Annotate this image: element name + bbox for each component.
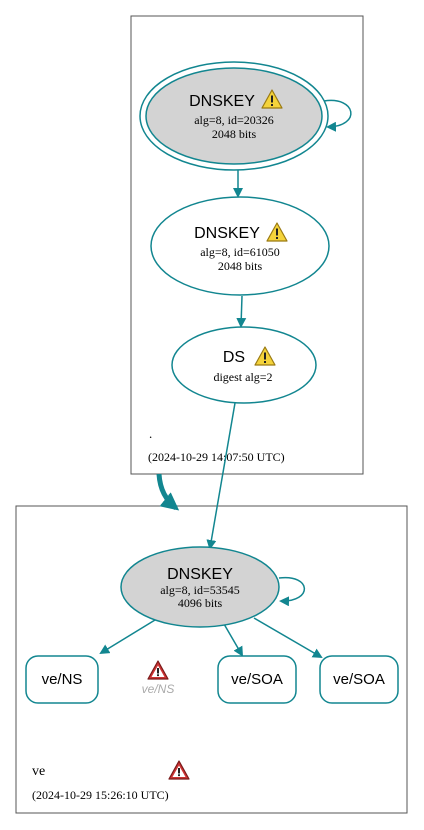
node-ve-ns-error[interactable]: ve/NS	[142, 660, 175, 696]
node-ve-soa-2-label: ve/SOA	[333, 671, 385, 688]
zone-ve-error-icon[interactable]	[168, 760, 190, 780]
node-ve-ns-error-label: ve/NS	[142, 682, 175, 696]
node-root-ksk-line2: 2048 bits	[212, 127, 257, 141]
edge-ve-key-to-soa2	[253, 617, 323, 659]
node-root-zsk[interactable]: DNSKEY alg=8, id=61050 2048 bits	[150, 196, 330, 296]
edge-ds-to-ve-key	[206, 402, 236, 550]
zone-ve-timestamp: (2024-10-29 15:26:10 UTC)	[32, 788, 169, 802]
node-root-ds-title: DS	[223, 349, 245, 366]
node-root-ds[interactable]: DS digest alg=2	[171, 326, 317, 404]
node-root-ds-line1: digest alg=2	[213, 370, 272, 384]
node-root-ksk[interactable]: DNSKEY alg=8, id=20326 2048 bits	[139, 61, 329, 171]
node-ve-key-line1: alg=8, id=53545	[160, 583, 240, 597]
edge-ksk-self	[323, 99, 352, 132]
node-ve-soa-1-label: ve/SOA	[231, 671, 283, 688]
zone-ve: ve (2024-10-29 15:26:10 UTC)	[15, 505, 408, 814]
node-root-zsk-title: DNSKEY	[194, 225, 260, 242]
zone-root-box	[130, 15, 364, 475]
node-ve-ns[interactable]: ve/NS	[25, 655, 99, 704]
edge-ve-key-to-soa1	[223, 623, 244, 657]
zone-root-timestamp: (2024-10-29 14:07:50 UTC)	[148, 450, 285, 464]
node-ve-key-line2: 4096 bits	[178, 596, 223, 610]
edge-zone-delegation	[156, 473, 180, 511]
node-ve-key-title: DNSKEY	[167, 566, 233, 583]
node-root-ksk-title: DNSKEY	[189, 93, 255, 110]
error-icon	[147, 660, 169, 680]
edge-zsk-to-ds	[236, 295, 247, 328]
node-ve-soa-2[interactable]: ve/SOA	[319, 655, 399, 704]
edge-ve-key-to-ns	[99, 619, 156, 655]
zone-ve-name: ve	[32, 764, 45, 779]
zone-root: . (2024-10-29 14:07:50 UTC)	[130, 15, 364, 475]
zone-root-name: .	[149, 426, 152, 441]
edges	[99, 99, 352, 659]
zone-ve-box	[15, 505, 408, 814]
edge-ve-key-self	[278, 576, 306, 607]
node-root-ksk-line1: alg=8, id=20326	[194, 113, 274, 127]
node-ve-key[interactable]: DNSKEY alg=8, id=53545 4096 bits	[120, 546, 280, 628]
node-ve-soa-1[interactable]: ve/SOA	[217, 655, 297, 704]
node-root-zsk-line2: 2048 bits	[218, 259, 263, 273]
node-ve-ns-label: ve/NS	[42, 671, 83, 688]
node-root-zsk-line1: alg=8, id=61050	[200, 245, 280, 259]
